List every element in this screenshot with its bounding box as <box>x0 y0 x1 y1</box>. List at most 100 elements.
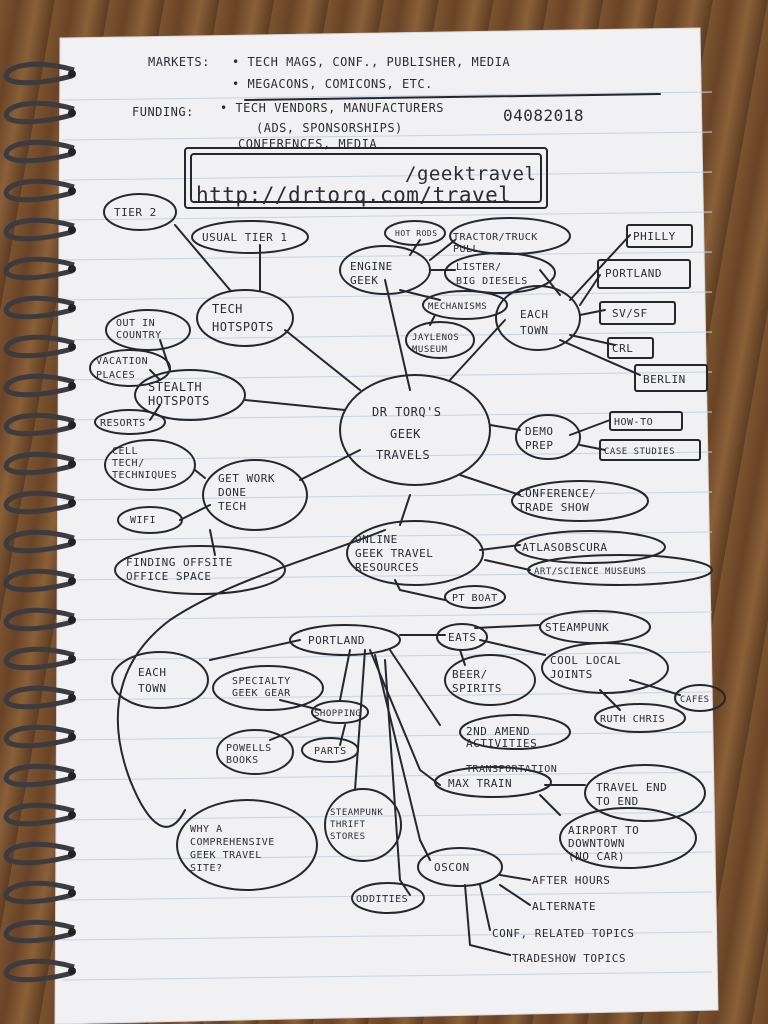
node-tractor-truck-line-2: PULL <box>453 244 479 255</box>
punch-hole <box>68 304 76 312</box>
punch-hole <box>68 499 76 507</box>
node-wifi: WIFI <box>130 515 156 526</box>
node-portland-top: PORTLAND <box>605 267 662 280</box>
node-2nd-amend-line-2: ACTIVITIES <box>466 737 537 750</box>
node-steampunk-thrift-line-1: STEAMPUNK <box>330 808 383 818</box>
node-jaylenos-line-1: JAYLENOS <box>412 333 459 343</box>
punch-hole <box>68 889 76 897</box>
spiral-ring <box>3 139 75 164</box>
punch-hole <box>68 421 76 429</box>
funding-line-3: CONFERENCES, MEDIA <box>238 137 377 151</box>
node-cool-local-line-2: JOINTS <box>550 668 593 681</box>
mindmap-text: MARKETS: • TECH MAGS, CONF., PUBLISHER, M… <box>96 55 710 965</box>
punch-hole <box>68 811 76 819</box>
node-conference-line-2: TRADE SHOW <box>518 501 589 514</box>
node-shopping: SHOPPING <box>314 709 361 719</box>
node-each-town-top-line-2: TOWN <box>520 324 549 337</box>
spiral-ring <box>3 412 75 437</box>
node-engine-geek-line-2: GEEK <box>350 274 379 287</box>
node-demo-prep-line-2: PREP <box>525 439 554 452</box>
node-why-site-line-3: GEEK TRAVEL <box>190 850 262 861</box>
node-philly: PHILLY <box>633 230 676 243</box>
spiral-ring <box>3 373 75 398</box>
node-tractor-truck-line-1: TRACTOR/TRUCK <box>453 232 538 243</box>
punch-hole <box>68 460 76 468</box>
spiral-ring <box>3 568 75 593</box>
node-vacation-places-line-1: VACATION <box>96 356 148 367</box>
spiral-ring <box>3 295 75 320</box>
node-why-site-line-1: WHY A <box>190 824 223 835</box>
node-pt-boat: PT BOAT <box>452 593 498 604</box>
punch-hole <box>68 226 76 234</box>
node-hot-rods: HOT RODS <box>395 229 438 238</box>
node-why-site-line-4: SITE? <box>190 863 223 874</box>
node-cool-local-line-1: COOL LOCAL <box>550 654 621 667</box>
punch-hole <box>68 928 76 936</box>
punch-hole <box>68 382 76 390</box>
node-sv-sf: SV/SF <box>612 307 648 320</box>
punch-hole <box>68 655 76 663</box>
node-transportation: TRANSPORTATION <box>466 764 557 775</box>
center-title-3: TRAVELS <box>376 448 430 462</box>
punch-hole <box>68 967 76 975</box>
node-parts: PARTS <box>314 746 347 757</box>
node-specialty-gear-line-1: SPECIALTY <box>232 676 291 687</box>
punch-hole <box>68 187 76 195</box>
node-tradeshow-topics: TRADESHOW TOPICS <box>512 952 626 965</box>
spiral-ring <box>3 61 75 86</box>
spiral-ring <box>3 217 75 242</box>
funding-line-1: • TECH VENDORS, MANUFACTURERS <box>220 101 444 115</box>
spiral-ring <box>3 685 75 710</box>
node-demo-prep-line-1: DEMO <box>525 425 554 438</box>
punch-hole <box>68 577 76 585</box>
node-cafes: CAFES <box>680 695 710 705</box>
node-portland: PORTLAND <box>308 634 365 647</box>
node-airport-line-3: (NO CAR) <box>568 850 625 863</box>
node-engine-geek-line-1: ENGINE <box>350 260 393 273</box>
node-jaylenos-line-2: MUSEUM <box>412 345 448 355</box>
node-cell-tech-line-1: CELL <box>112 446 138 457</box>
node-berlin: BERLIN <box>643 373 686 386</box>
node-finding-offsite-line-1: FINDING OFFSITE <box>126 556 233 569</box>
node-stealth-hotspots-line-1: STEALTH <box>148 380 202 394</box>
node-oscon: OSCON <box>434 861 470 874</box>
spiral-ring <box>3 802 75 827</box>
node-atlas-obscura: ATLASOBSCURA <box>522 541 607 554</box>
markets-label: MARKETS: <box>148 55 210 69</box>
spiral-ring <box>3 529 75 554</box>
node-cell-tech-line-2: TECH/ <box>112 458 145 469</box>
punch-hole <box>68 538 76 546</box>
node-powells-line-2: BOOKS <box>226 755 259 766</box>
node-lister-line-1: LISTER/ <box>456 262 502 273</box>
node-steampunk-thrift-line-3: STORES <box>330 832 366 842</box>
node-why-site-line-2: COMPREHENSIVE <box>190 837 275 848</box>
node-ruth-chris: RUTH CHRIS <box>600 714 665 725</box>
node-specialty-gear-line-2: GEEK GEAR <box>232 688 291 699</box>
node-each-town-bottom-line-1: EACH <box>138 666 167 679</box>
mindmap-connectors <box>89 93 726 956</box>
punch-hole <box>68 616 76 624</box>
node-beer-spirits-line-2: SPIRITS <box>452 682 502 695</box>
funding-label: FUNDING: <box>132 105 194 119</box>
url-text: http://drtorq.com/travel <box>196 183 511 207</box>
center-title-2: GEEK <box>390 427 421 441</box>
node-tech-hotspots-line-2: HOTSPOTS <box>212 320 274 334</box>
node-get-work-done-line-2: DONE <box>218 486 247 499</box>
spiral-ring <box>3 334 75 359</box>
node-beer-spirits-line-1: BEER/ <box>452 668 488 681</box>
node-each-town-top-line-1: EACH <box>520 308 549 321</box>
spiral-ring <box>3 178 75 203</box>
punch-hole <box>68 70 76 78</box>
notebook-page <box>54 27 719 1024</box>
node-online-resources-line-1: ONLINE <box>355 533 398 546</box>
node-tech-hotspots-line-1: TECH <box>212 302 243 316</box>
node-airport-line-2: DOWNTOWN <box>568 837 625 850</box>
spiral-ring <box>3 763 75 788</box>
node-airport-line-1: AIRPORT TO <box>568 824 639 837</box>
markets-line-1: • TECH MAGS, CONF., PUBLISHER, MEDIA <box>232 55 510 69</box>
node-vacation-places-line-2: PLACES <box>96 370 135 381</box>
spiral-ring <box>3 646 75 671</box>
node-travel-end-line-2: TO END <box>596 795 639 808</box>
punch-hole <box>68 109 76 117</box>
